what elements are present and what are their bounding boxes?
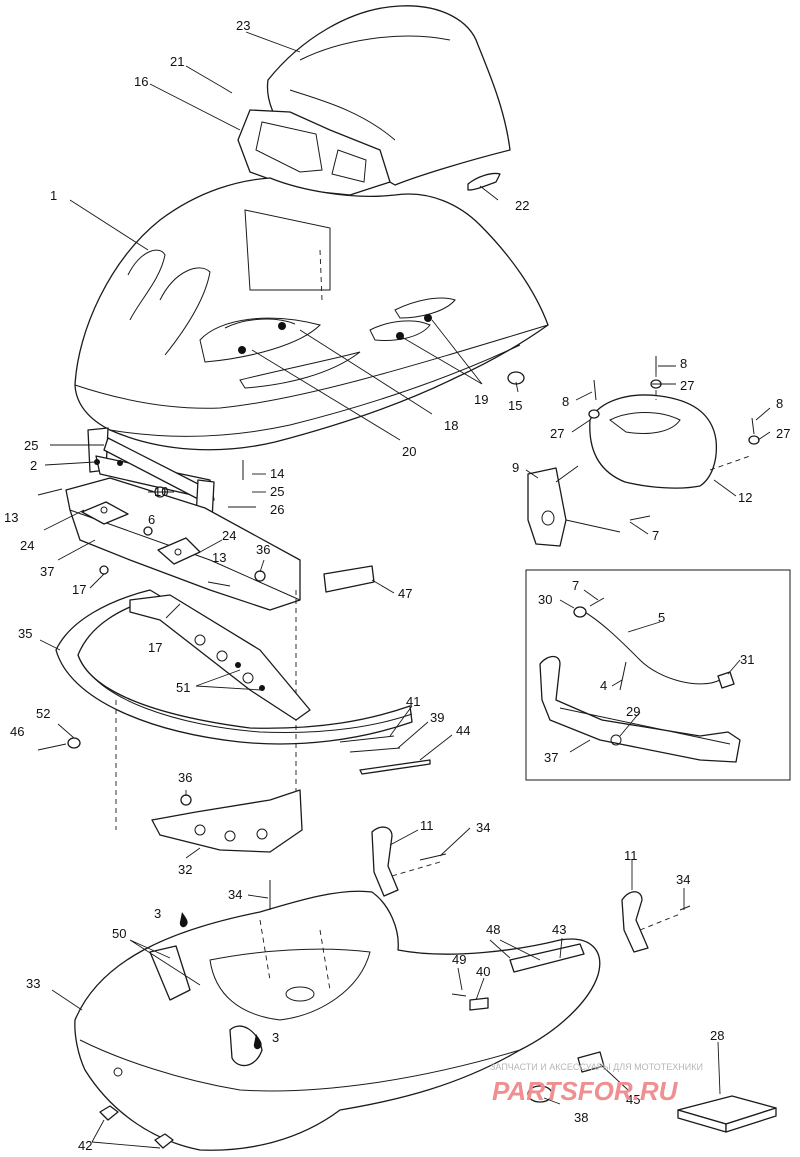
callout-label: 3 (154, 906, 161, 921)
callout-label: 13 (212, 550, 226, 565)
callout-label: 12 (738, 490, 752, 505)
side-bracket (527, 465, 621, 547)
deflector-plate (323, 565, 375, 593)
callout-label: 19 (474, 392, 488, 407)
callout-label: 45 (626, 1092, 640, 1107)
mounting-bracket-left (371, 826, 441, 897)
callout-label: 3 (272, 1030, 279, 1045)
callout-label: 30 (538, 592, 552, 607)
callout-label: 22 (515, 198, 529, 213)
callout-label: 8 (680, 356, 687, 371)
callout-label: 8 (562, 394, 569, 409)
callout-label: 34 (228, 887, 242, 902)
callout-label: 43 (552, 922, 566, 937)
callout-label: 33 (26, 976, 40, 991)
callout-label: 49 (452, 952, 466, 967)
watermark-tagline: ЗАПЧАСТИ И АКСЕССУАРЫ ДЛЯ МОТОТЕХНИКИ (490, 1062, 703, 1072)
callout-label: 34 (676, 872, 690, 887)
callout-label: 36 (256, 542, 270, 557)
callout-label: 1 (50, 188, 57, 203)
callout-label: 48 (486, 922, 500, 937)
callout-label: 18 (444, 418, 458, 433)
callout-label: 29 (626, 704, 640, 719)
callout-label: 6 (148, 512, 155, 527)
callout-label: 17 (148, 640, 162, 655)
callout-label: 35 (18, 626, 32, 641)
callout-label: 38 (574, 1110, 588, 1125)
leader-lines (39, 31, 771, 1149)
callout-label: 51 (176, 680, 190, 695)
callout-label: 50 (112, 926, 126, 941)
callout-label: 8 (776, 396, 783, 411)
callout-label: 32 (178, 862, 192, 877)
callout-label: 46 (10, 724, 24, 739)
support-bracket (151, 789, 303, 853)
callout-label: 11 (420, 818, 434, 833)
callout-label: 41 (406, 694, 420, 709)
watermark-brand: PARTSFOR.RU (492, 1076, 679, 1106)
hinge-bracket-assembly (65, 427, 301, 611)
watermark: ЗАПЧАСТИ И АКСЕССУАРЫ ДЛЯ МОТОТЕХНИКИ PA… (490, 1062, 703, 1106)
callout-label: 37 (40, 564, 54, 579)
screw-21 (221, 86, 233, 94)
callout-label: 9 (512, 460, 519, 475)
callout-label: 16 (134, 74, 148, 89)
callout-label: 17 (72, 582, 86, 597)
callout-label: 37 (544, 750, 558, 765)
callout-label: 5 (658, 610, 665, 625)
bumper-brace (129, 594, 311, 721)
callout-label: 25 (24, 438, 38, 453)
callout-label: 20 (402, 444, 416, 459)
callout-label: 24 (222, 528, 236, 543)
upper-fasteners (588, 356, 760, 521)
belly-pan (74, 890, 601, 1151)
callout-label: 28 (710, 1028, 724, 1043)
callout-label: 13 (4, 510, 18, 525)
callout-label: 42 (78, 1138, 92, 1153)
callout-label: 2 (30, 458, 37, 473)
callout-label: 52 (36, 706, 50, 721)
callout-label: 44 (456, 723, 470, 738)
callout-label: 7 (572, 578, 579, 593)
upper-cover (589, 372, 751, 489)
inset-detail (525, 569, 791, 781)
callout-label: 14 (270, 466, 284, 481)
callout-label: 34 (476, 820, 490, 835)
bumper-fasteners (37, 735, 431, 775)
front-bumper (55, 589, 413, 830)
trim-piece (467, 172, 501, 191)
callout-labels: 23 21 16 1 22 8 27 15 19 8 8 18 27 27 25… (4, 18, 790, 1153)
callout-label: 25 (270, 484, 284, 499)
mounting-bracket-right (621, 891, 681, 953)
callout-label: 36 (178, 770, 192, 785)
tool-kit (677, 1095, 777, 1133)
callout-label: 24 (20, 538, 34, 553)
callout-label: 10 (154, 484, 168, 499)
callout-label: 15 (508, 398, 522, 413)
belly-pan-fasteners (99, 853, 691, 1149)
callout-label: 27 (550, 426, 564, 441)
callout-label: 26 (270, 502, 284, 517)
callout-label: 4 (600, 678, 607, 693)
callout-label: 39 (430, 710, 444, 725)
callout-label: 40 (476, 964, 490, 979)
callout-label: 27 (776, 426, 790, 441)
callout-label: 21 (170, 54, 184, 69)
hood (74, 177, 549, 451)
lubricant-drop-icon (179, 912, 262, 1050)
callout-label: 31 (740, 652, 754, 667)
callout-label: 7 (652, 528, 659, 543)
callout-label: 47 (398, 586, 412, 601)
callout-label: 23 (236, 18, 250, 33)
callout-label: 27 (680, 378, 694, 393)
callout-label: 11 (624, 848, 638, 863)
